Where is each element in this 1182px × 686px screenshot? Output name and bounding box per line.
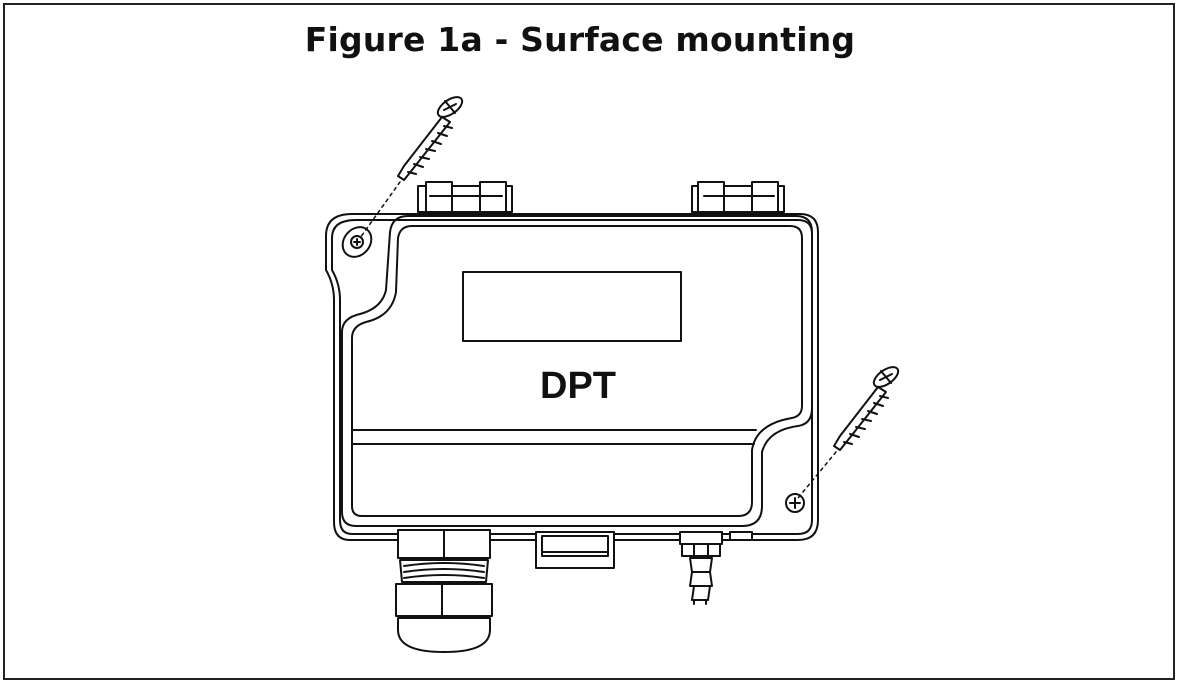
device-label: DPT: [540, 365, 616, 407]
display-window: [462, 271, 682, 342]
lid-outline: [341, 215, 813, 527]
screw-guide-bottom-right: [797, 451, 837, 499]
mounting-hole-bottom-right: [785, 493, 805, 513]
screw-bottom-right: [833, 366, 900, 451]
top-clip-right: [691, 181, 785, 213]
connector: [535, 531, 615, 569]
side-tab: [729, 531, 753, 541]
housing-outer: [325, 213, 819, 541]
mounting-hole-top-left: [341, 226, 373, 258]
cable-gland: [395, 529, 493, 653]
pressure-port: [679, 531, 723, 605]
top-clip-left: [417, 181, 513, 213]
lid-inner-outline: [351, 225, 803, 517]
figure-title: Figure 1a - Surface mounting: [304, 20, 856, 59]
screw-top-left: [397, 96, 464, 181]
screw-guide-top-left: [359, 181, 401, 239]
